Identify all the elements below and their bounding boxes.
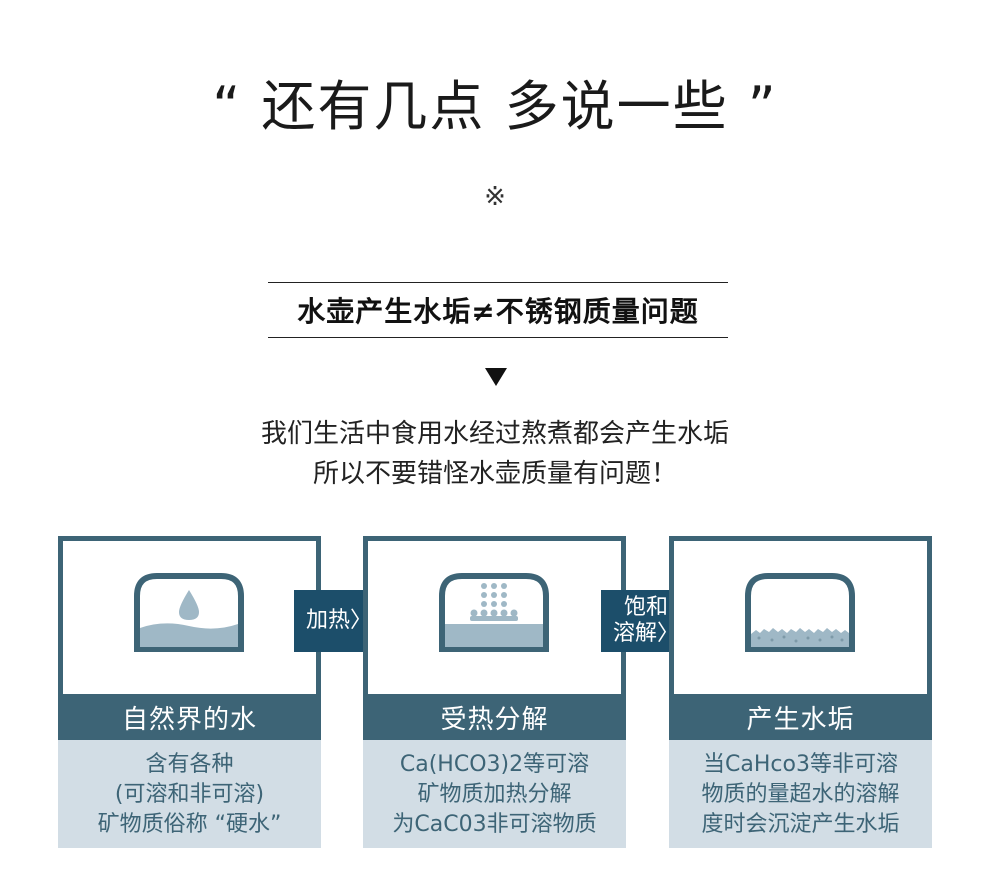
card-note-line: 为CaC03非可溶物质 [392,812,597,837]
card-note-line: 矿物质加热分解 [417,782,572,807]
card-note: Ca(HCO3)2等可溶 矿物质加热分解 为CaC03非可溶物质 [363,740,626,848]
card-note: 当CaHco3等非可溶 物质的量超水的溶解 度时会沉淀产生水垢 [669,740,932,848]
bubbles-heating-icon [438,572,550,656]
card-natural-water: 自然界的水 含有各种 (可溶和非可溶) 矿物质俗称 “硬水” [58,536,321,848]
subtitle-text: 水壶产生水垢≠不锈钢质量问题 [297,295,699,328]
card-note-line: 物质的量超水的溶解 [701,782,900,807]
card-thermal-decomposition: 受热分解 Ca(HCO3)2等可溶 矿物质加热分解 为CaC03非可溶物质 [363,536,626,848]
description-line-2: 所以不要错怪水壶质量有问题！ [312,459,677,489]
connector-text: 溶解〉 [612,621,679,646]
page-title: “ 还有几点 多说一些 ” [212,75,778,138]
card-note-line: 当CaHco3等非可溶 [703,752,898,777]
card-note-line: (可溶和非可溶) [114,782,265,807]
description-line-1: 我们生活中食用水经过熬煮都会产生水垢 [260,419,729,449]
scale-sediment-icon [744,572,856,656]
water-drop-icon [133,572,245,656]
card-note-line: Ca(HCO3)2等可溶 [399,752,590,777]
card-note-line: 度时会沉淀产生水垢 [701,812,900,837]
description: 我们生活中食用水经过熬煮都会产生水垢 所以不要错怪水壶质量有问题！ [0,414,990,494]
card-note-line: 矿物质俗称 “硬水” [97,812,282,837]
card-scale-formation: 产生水垢 当CaHco3等非可溶 物质的量超水的溶解 度时会沉淀产生水垢 [669,536,932,848]
card-label: 自然界的水 [58,694,321,740]
connector-text: 饱和 [623,595,668,620]
card-label: 受热分解 [363,694,626,740]
reference-mark-symbol: ※ [484,182,506,212]
card-note: 含有各种 (可溶和非可溶) 矿物质俗称 “硬水” [58,740,321,848]
subtitle-banner: 水壶产生水垢≠不锈钢质量问题 [268,282,728,338]
card-label: 产生水垢 [669,694,932,740]
down-arrow-icon [485,368,507,386]
connector-text: 加热〉 [305,608,372,633]
card-note-line: 含有各种 [145,752,234,777]
